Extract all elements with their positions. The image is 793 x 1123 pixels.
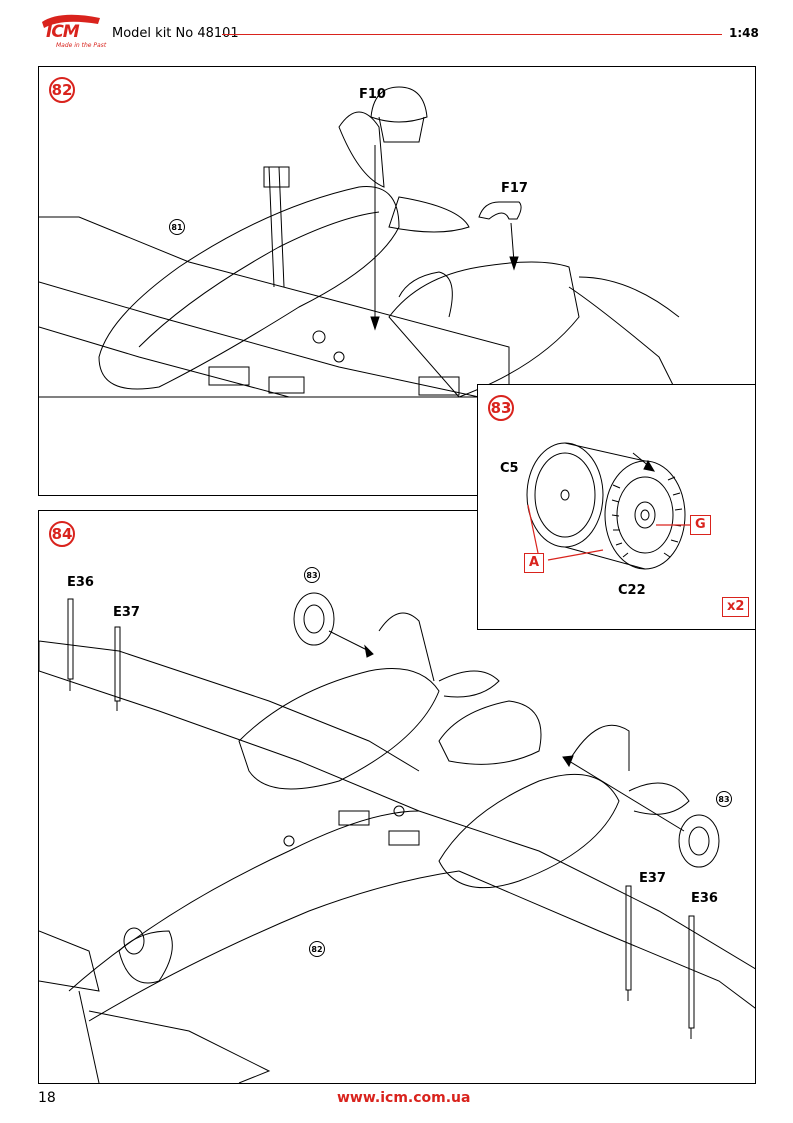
part-label-e36-right: E36 (691, 891, 718, 906)
page-number: 18 (38, 1090, 56, 1106)
step-83-illustration (526, 442, 690, 570)
step-84-illustration (39, 592, 755, 1083)
part-label-f10: F10 (359, 87, 386, 102)
header-rule (222, 34, 722, 35)
ref-step-83-left: 83 (304, 567, 320, 583)
part-label-e36-left: E36 (67, 575, 94, 590)
step-83-number: 83 (488, 395, 514, 421)
brand-logo-text: ICM (46, 22, 80, 42)
kit-scale: 1:48 (729, 26, 759, 40)
footer-url[interactable]: www.icm.com.ua (337, 1090, 471, 1106)
kit-title: Model kit No 48101 (112, 26, 239, 41)
multiplier-x2: x2 (722, 597, 750, 617)
callout-a: A (524, 553, 545, 573)
part-label-e37-left: E37 (113, 605, 140, 620)
part-label-c22: C22 (618, 583, 646, 598)
part-label-e37-right: E37 (639, 871, 666, 886)
step-82-number: 82 (49, 77, 75, 103)
step-84-number: 84 (49, 521, 75, 547)
step-83-panel: 83 C5 C22 A G x2 (477, 384, 756, 630)
ref-step-81: 81 (169, 219, 185, 235)
ref-step-82: 82 (309, 941, 325, 957)
callout-g: G (690, 515, 711, 535)
part-label-f17: F17 (501, 181, 528, 196)
part-label-c5: C5 (500, 461, 519, 476)
icm-logo (42, 14, 100, 28)
step-82-illustration (39, 86, 680, 398)
brand-tagline: Made in the Past (56, 42, 107, 49)
ref-step-83-right: 83 (716, 791, 732, 807)
